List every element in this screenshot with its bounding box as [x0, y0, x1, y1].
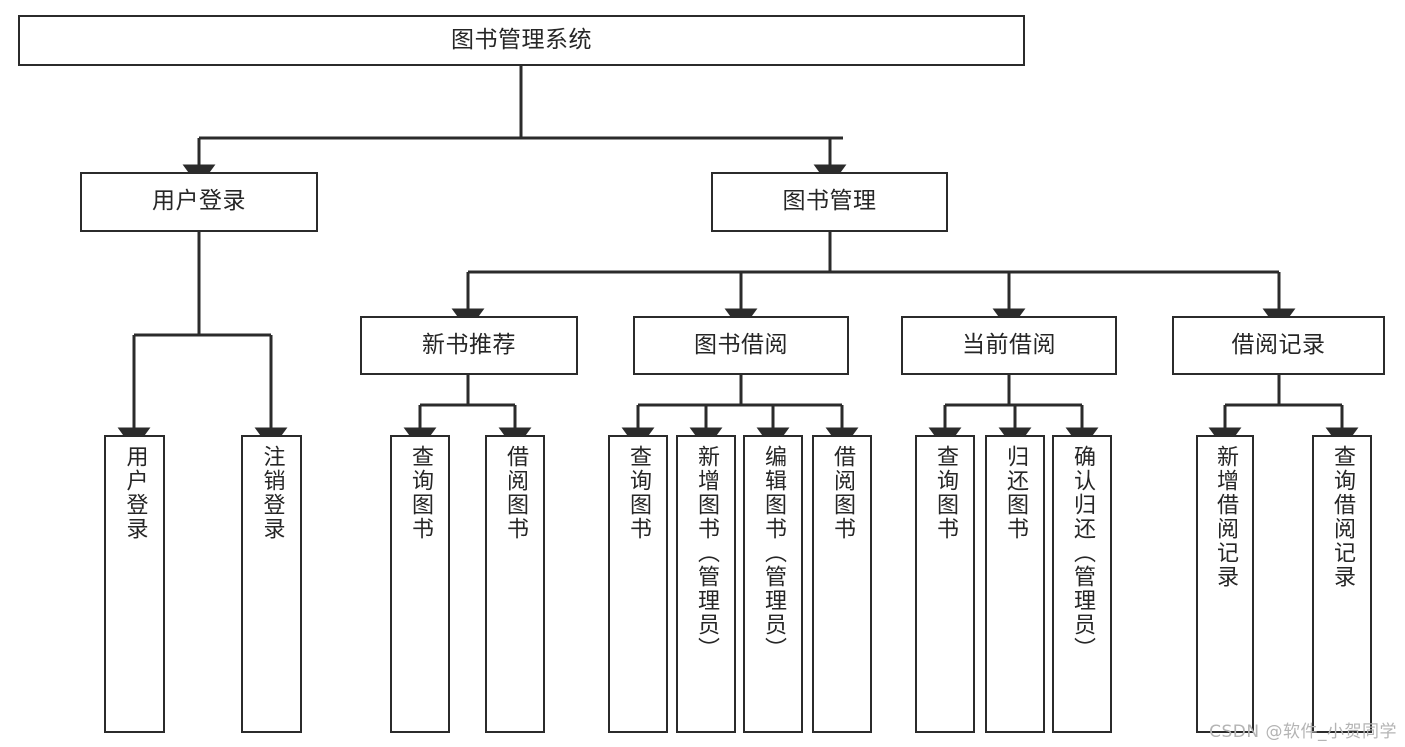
node-record-query[interactable]: 查询借阅记录: [1312, 435, 1372, 733]
node-user-logout[interactable]: 注销登录: [241, 435, 302, 733]
node-borrow-borrow-book-label: 借阅图书: [829, 445, 855, 541]
node-book-manage-label: 图书管理: [782, 188, 877, 215]
node-recommend-borrow-book-label: 借阅图书: [502, 445, 528, 541]
node-current-borrow[interactable]: 当前借阅: [901, 316, 1117, 375]
node-new-book-recommend[interactable]: 新书推荐: [360, 316, 578, 375]
node-current-query-book-label: 查询图书: [932, 445, 958, 541]
node-recommend-borrow-book[interactable]: 借阅图书: [485, 435, 545, 733]
node-book-borrow[interactable]: 图书借阅: [633, 316, 849, 375]
node-borrow-edit-book[interactable]: 编辑图书（管理员）: [743, 435, 803, 733]
node-borrow-add-book[interactable]: 新增图书（管理员）: [676, 435, 736, 733]
node-user-login-do-label: 用户登录: [122, 445, 148, 541]
node-recommend-query-book-label: 查询图书: [407, 445, 433, 541]
node-borrow-add-book-label: 新增图书（管理员）: [693, 445, 719, 661]
node-record-query-label: 查询借阅记录: [1329, 445, 1355, 589]
node-borrow-record[interactable]: 借阅记录: [1172, 316, 1385, 375]
node-user-login-label: 用户登录: [152, 188, 246, 215]
node-recommend-query-book[interactable]: 查询图书: [390, 435, 450, 733]
node-book-manage[interactable]: 图书管理: [711, 172, 948, 232]
node-borrow-query-book[interactable]: 查询图书: [608, 435, 668, 733]
node-user-logout-label: 注销登录: [259, 445, 285, 541]
node-root-label: 图书管理系统: [451, 26, 592, 53]
node-current-return-book-label: 归还图书: [1002, 445, 1028, 541]
node-book-borrow-label: 图书借阅: [694, 331, 788, 358]
node-user-login-do[interactable]: 用户登录: [104, 435, 165, 733]
node-borrow-record-label: 借阅记录: [1231, 331, 1326, 358]
node-user-login[interactable]: 用户登录: [80, 172, 318, 232]
node-current-borrow-label: 当前借阅: [962, 331, 1056, 358]
node-current-query-book[interactable]: 查询图书: [915, 435, 975, 733]
node-current-return-book[interactable]: 归还图书: [985, 435, 1045, 733]
node-borrow-borrow-book[interactable]: 借阅图书: [812, 435, 872, 733]
node-record-add-label: 新增借阅记录: [1212, 445, 1238, 589]
node-current-confirm-return-label: 确认归还（管理员）: [1069, 445, 1095, 661]
node-record-add[interactable]: 新增借阅记录: [1196, 435, 1254, 733]
node-current-confirm-return[interactable]: 确认归还（管理员）: [1052, 435, 1112, 733]
node-borrow-query-book-label: 查询图书: [625, 445, 651, 541]
node-new-book-recommend-label: 新书推荐: [422, 331, 516, 358]
node-borrow-edit-book-label: 编辑图书（管理员）: [760, 445, 786, 661]
node-root[interactable]: 图书管理系统: [18, 15, 1025, 66]
